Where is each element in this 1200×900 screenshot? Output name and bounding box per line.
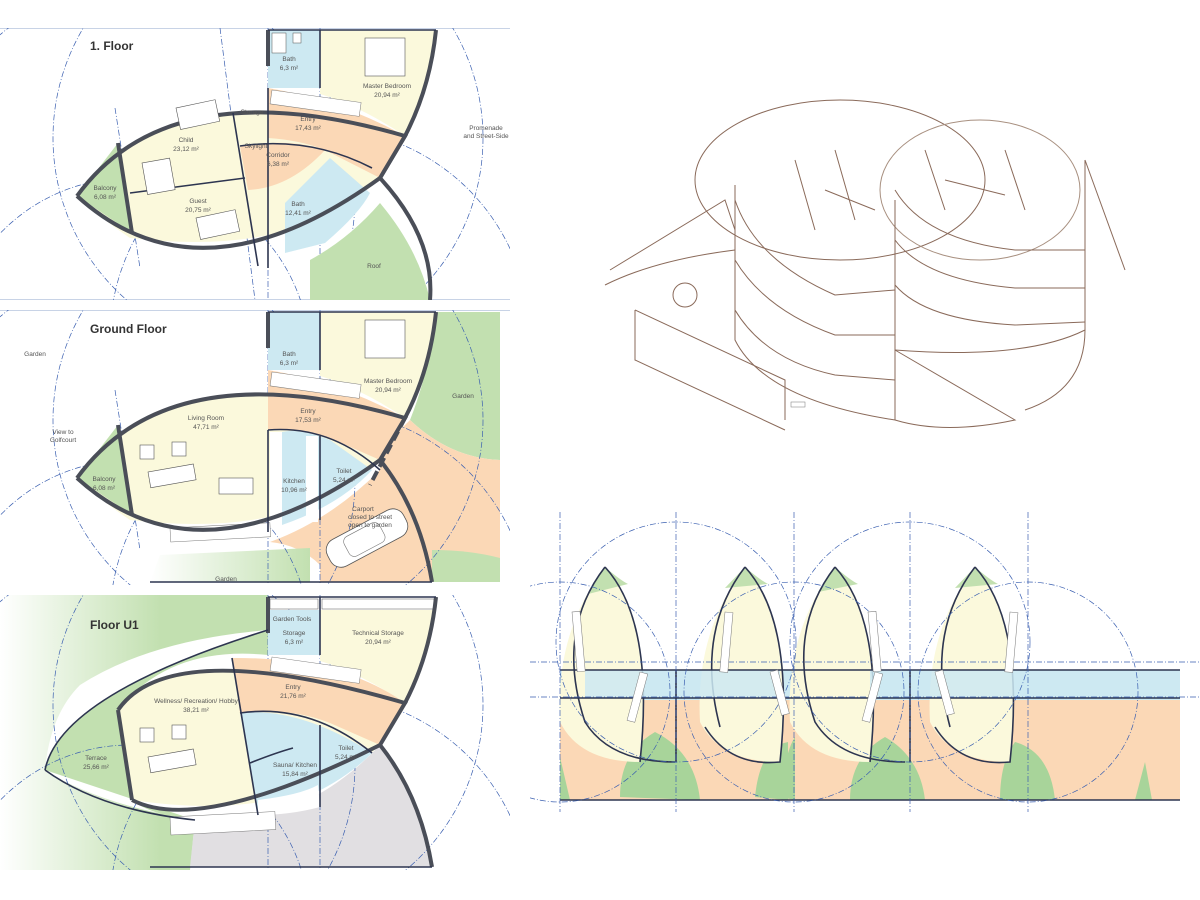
svg-text:20,75 m²: 20,75 m² xyxy=(185,207,211,214)
staircase xyxy=(269,89,362,117)
staircase xyxy=(571,611,1019,723)
svg-text:Balcony: Balcony xyxy=(92,476,116,483)
svg-text:Bath: Bath xyxy=(282,56,296,63)
floor-title: 1. Floor xyxy=(90,39,134,53)
svg-text:Entry: Entry xyxy=(300,408,316,415)
svg-text:5,24 m²: 5,24 m² xyxy=(333,477,356,484)
site-plan-row-houses xyxy=(530,512,1200,812)
staircase-icon xyxy=(790,401,806,408)
svg-text:Wellness/ Recreation/ Hobby: Wellness/ Recreation/ Hobby xyxy=(154,698,238,705)
svg-text:17,53 m²: 17,53 m² xyxy=(295,417,321,424)
staircase xyxy=(169,656,362,836)
svg-text:6,3 m²: 6,3 m² xyxy=(285,639,304,646)
svg-text:Entry: Entry xyxy=(285,684,301,691)
svg-text:21,76 m²: 21,76 m² xyxy=(280,693,306,700)
svg-text:12,41 m²: 12,41 m² xyxy=(285,210,311,217)
svg-text:47,71 m²: 47,71 m² xyxy=(193,424,219,431)
svg-text:View to: View to xyxy=(52,429,74,436)
floor-plan-1st-floor: 1. Floor Bath 6,3 m² Master Bedroom 20,9… xyxy=(0,28,510,300)
svg-text:Skylight: Skylight xyxy=(245,143,268,150)
svg-text:Golfcourt: Golfcourt xyxy=(50,437,77,444)
svg-text:25,66 m²: 25,66 m² xyxy=(83,764,109,771)
svg-text:open to garden: open to garden xyxy=(348,522,392,529)
svg-text:6,3 m²: 6,3 m² xyxy=(280,360,299,367)
carport-label: Carport xyxy=(352,506,374,513)
svg-text:6,08 m²: 6,08 m² xyxy=(94,194,117,201)
svg-text:Terrace: Terrace xyxy=(85,755,107,762)
svg-text:6,3 m²: 6,3 m² xyxy=(280,65,299,72)
svg-text:Promenade: Promenade xyxy=(469,125,503,132)
svg-text:20,94 m²: 20,94 m² xyxy=(375,387,401,394)
svg-text:Toilet: Toilet xyxy=(336,468,351,475)
axonometric-sketch xyxy=(595,90,1135,450)
svg-text:Master Bedroom: Master Bedroom xyxy=(364,378,412,385)
svg-text:Technical Storage: Technical Storage xyxy=(352,630,404,637)
svg-text:and Street-Side: and Street-Side xyxy=(463,133,509,140)
construction-grid xyxy=(530,512,1200,812)
svg-text:Garden Tools: Garden Tools xyxy=(273,616,312,623)
svg-text:23,12 m²: 23,12 m² xyxy=(173,146,199,153)
svg-text:Garden: Garden xyxy=(24,351,46,358)
car-icon xyxy=(325,508,409,568)
unit-4 xyxy=(929,566,1015,764)
svg-text:Bath: Bath xyxy=(282,351,296,358)
svg-text:Garden: Garden xyxy=(452,393,474,400)
staircase xyxy=(169,371,362,543)
floor-title: Ground Floor xyxy=(90,322,167,336)
svg-text:6,38 m²: 6,38 m² xyxy=(267,161,290,168)
svg-text:Guest: Guest xyxy=(189,198,207,205)
svg-text:Living Room: Living Room xyxy=(188,415,224,422)
floor-plan-floor-u1: Floor U1 Garden Tools Storage 6,3 m² Tec… xyxy=(0,595,510,870)
svg-text:38,21 m²: 38,21 m² xyxy=(183,707,209,714)
svg-text:Sauna/ Kitchen: Sauna/ Kitchen xyxy=(273,762,317,769)
svg-text:5,24 m²: 5,24 m² xyxy=(335,754,358,761)
floor-title: Floor U1 xyxy=(90,618,139,632)
svg-text:Garden: Garden xyxy=(215,576,237,583)
svg-text:Roof: Roof xyxy=(367,263,381,270)
svg-text:Kitchen: Kitchen xyxy=(283,478,305,485)
unit-2 xyxy=(699,566,785,764)
svg-text:20,94 m²: 20,94 m² xyxy=(365,639,391,646)
svg-text:Master Bedroom: Master Bedroom xyxy=(363,83,411,90)
floor-plan-ground-floor: Ground Floor Garden Bath 6,3 m² Master B… xyxy=(0,310,510,585)
svg-text:20,94 m²: 20,94 m² xyxy=(374,92,400,99)
svg-text:Entry: Entry xyxy=(300,116,316,123)
svg-text:Storage: Storage xyxy=(241,109,264,116)
unit-3 xyxy=(789,566,906,763)
svg-text:17,43 m²: 17,43 m² xyxy=(295,125,321,132)
svg-text:Balcony: Balcony xyxy=(93,185,117,192)
svg-text:Corridor: Corridor xyxy=(266,152,290,159)
svg-text:closed to street: closed to street xyxy=(348,514,392,521)
svg-text:6,08 m²: 6,08 m² xyxy=(93,485,116,492)
svg-text:Toilet: Toilet xyxy=(338,745,353,752)
svg-text:Storage: Storage xyxy=(283,630,306,637)
svg-text:10,96 m²: 10,96 m² xyxy=(281,487,307,494)
svg-text:Child: Child xyxy=(179,137,194,144)
svg-text:15,84 m²: 15,84 m² xyxy=(282,771,308,778)
svg-text:Bath: Bath xyxy=(291,201,305,208)
